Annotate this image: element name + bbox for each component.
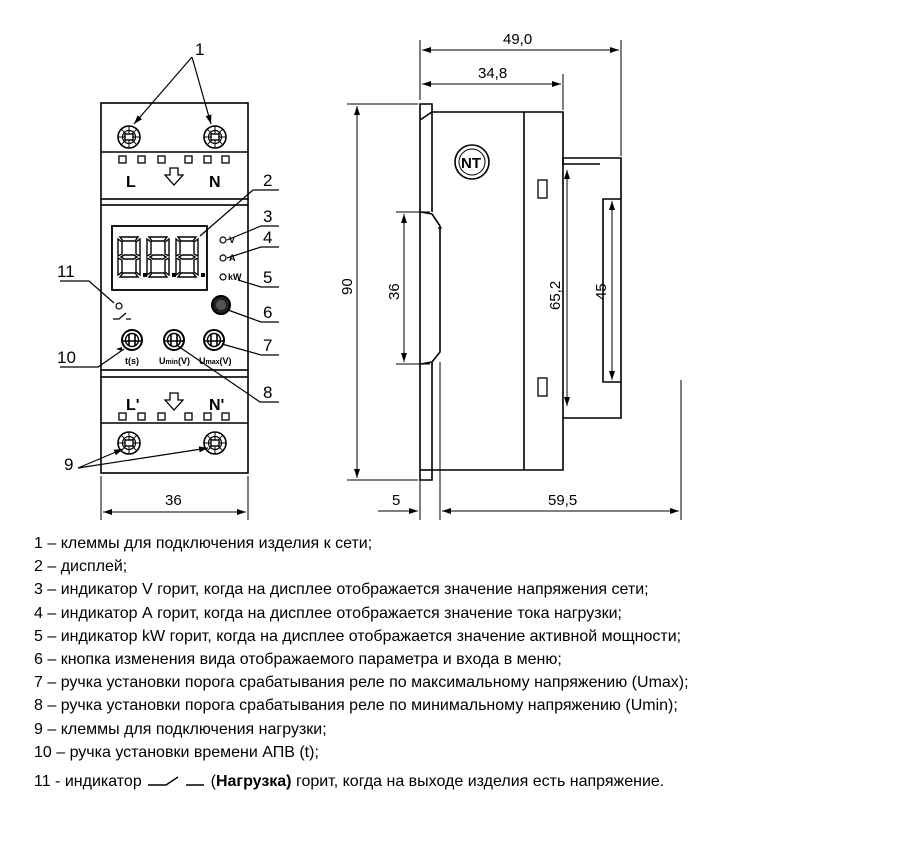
dim-front-height: 36 (386, 283, 403, 300)
terminal-tabs (118, 412, 230, 421)
indicator-v-label: V (229, 235, 235, 245)
legend-item: 7 – ручка установки порога срабатывания … (34, 674, 689, 692)
terminal-label-l-prime: L' (126, 397, 140, 414)
legend-item: 4 – индикатор А горит, когда на дисплее … (34, 604, 622, 622)
dim-total-depth: 49,0 (503, 31, 532, 48)
legend-item: 9 – клеммы для подключения нагрузки; (34, 720, 327, 738)
callout-1: 1 (195, 40, 204, 59)
switch-symbol-icon (148, 776, 205, 786)
screw-terminal-icon (117, 431, 141, 455)
callouts (60, 56, 279, 469)
callout-9: 9 (64, 455, 73, 474)
umin-knob[interactable] (163, 329, 185, 351)
indicator-a-led (219, 254, 227, 262)
legend-item: 8 – ручка установки порога срабатывания … (34, 697, 678, 715)
knob-label-t: t(s) (125, 356, 139, 366)
callout-10: 10 (57, 348, 76, 367)
legend-item: 10 – ручка установки времени АПВ (t); (34, 743, 319, 761)
legend-item-11: 11 - индикатор (Нагрузка) горит, когда н… (34, 770, 884, 793)
legend-item: 2 – дисплей; (34, 558, 128, 576)
screw-terminal-icon (203, 431, 227, 455)
legend-item: 5 – индикатор kW горит, когда на дисплее… (34, 627, 682, 645)
callout-4: 4 (263, 228, 272, 247)
screw-terminal-icon (203, 125, 227, 149)
dim-rail-height: 65,2 (547, 281, 564, 310)
side-view (419, 103, 622, 481)
nt-logo (454, 144, 490, 180)
legend-item: 6 – кнопка изменения вида отображаемого … (34, 651, 562, 669)
legend-11-prefix: 11 - индикатор (34, 773, 142, 791)
device-drawing: L N V A kW t(s) Umin(V) Umax(V) (57, 31, 682, 520)
dim-front-depth: 34,8 (478, 65, 507, 82)
knob-label-umax: Umax(V) (199, 356, 232, 366)
callout-numbers: 1 2 3 4 5 6 7 8 9 10 11 (57, 40, 272, 474)
load-indicator-led (115, 302, 123, 310)
terminal-tabs (118, 155, 230, 164)
dim-offset: 5 (392, 492, 400, 509)
legend-item: 3 – индикатор V горит, когда на дисплее … (34, 581, 649, 599)
screw-terminal-icon (117, 125, 141, 149)
indicator-a-label: A (229, 253, 236, 263)
callout-3: 3 (263, 207, 272, 226)
lower-terminal-block (100, 376, 249, 474)
legend-11-bold: Нагрузка) (215, 773, 292, 791)
callout-7: 7 (263, 336, 272, 355)
legend-11-suffix: горит, когда на выходе изделия есть напр… (291, 773, 665, 791)
dim-rail-gap: 45 (593, 283, 610, 300)
callout-6: 6 (263, 303, 272, 322)
terminal-label-n: N (209, 174, 221, 191)
dim-width: 36 (165, 492, 182, 509)
switch-symbol-icon (113, 312, 131, 320)
indicator-kw-led (219, 273, 227, 281)
callout-8: 8 (263, 383, 272, 402)
terminal-label-l: L (126, 174, 136, 191)
side-dimensions (347, 40, 682, 520)
front-view: L N V A kW t(s) Umin(V) Umax(V) (100, 102, 249, 520)
dim-height: 90 (339, 278, 356, 295)
umax-knob[interactable] (203, 329, 225, 351)
legend: 1 – клеммы для подключения изделия к сет… (34, 532, 884, 793)
callout-2: 2 (263, 171, 272, 190)
knob-label-umin: Umin(V) (159, 356, 190, 366)
indicator-v-led (219, 236, 227, 244)
legend-item: 1 – клеммы для подключения изделия к сет… (34, 535, 373, 552)
callout-5: 5 (263, 268, 272, 287)
legend-11-paren: ( (206, 773, 216, 791)
indicator-kw-label: kW (228, 272, 242, 282)
callout-11: 11 (57, 262, 75, 281)
nt-logo-text: NT (461, 155, 481, 172)
terminal-label-n-prime: N' (209, 397, 224, 414)
time-knob[interactable] (121, 329, 143, 351)
dim-mount-depth: 59,5 (548, 492, 577, 509)
